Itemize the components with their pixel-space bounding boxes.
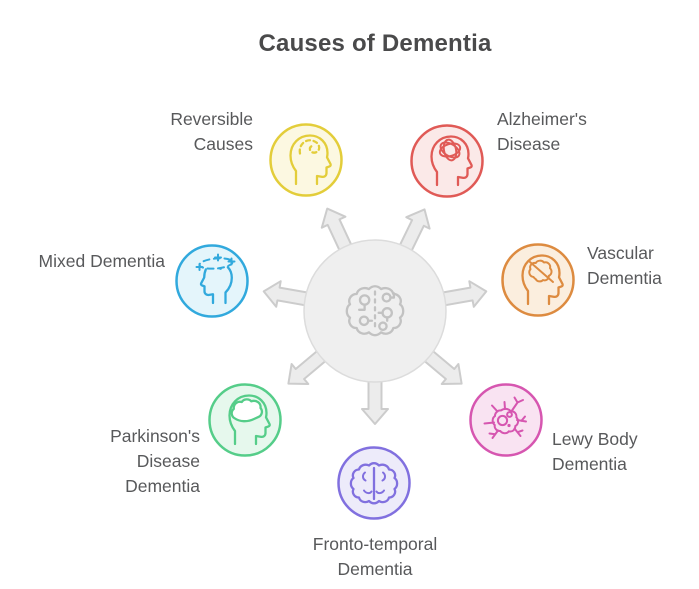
node-reversible-causes — [268, 122, 344, 198]
neuron-icon — [469, 383, 543, 457]
head-brain-solid-icon — [208, 383, 282, 457]
head-dizzy-icon — [175, 244, 249, 318]
node-fronto-temporal-dementia — [336, 445, 412, 521]
label-vascular-dementia: Vascular Dementia — [587, 243, 662, 288]
node-parkinsons-disease-dementia — [207, 382, 283, 458]
head-brain-tangles-icon — [410, 124, 484, 198]
node-vascular-dementia — [500, 242, 576, 318]
node-alzheimers-disease — [409, 123, 485, 199]
label-alzheimers-disease: Alzheimer's Disease — [497, 109, 587, 154]
label-lewy-body-dementia: Lewy Body Dementia — [552, 429, 638, 474]
label-parkinsons-disease-dementia: Parkinson's Disease Dementia — [110, 426, 200, 496]
label-fronto-temporal-dementia: Fronto-temporal Dementia — [312, 534, 438, 579]
node-lewy-body-dementia — [468, 382, 544, 458]
brain-top-view-icon — [345, 285, 405, 337]
node-mixed-dementia — [174, 243, 250, 319]
head-brain-blocked-icon — [501, 243, 575, 317]
brain-top-view-icon — [337, 446, 411, 520]
head-brain-dashed-icon — [269, 123, 343, 197]
label-mixed-dementia: Mixed Dementia — [38, 251, 165, 271]
label-reversible-causes: Reversible Causes — [170, 109, 253, 154]
page-title: Causes of Dementia — [258, 30, 492, 57]
